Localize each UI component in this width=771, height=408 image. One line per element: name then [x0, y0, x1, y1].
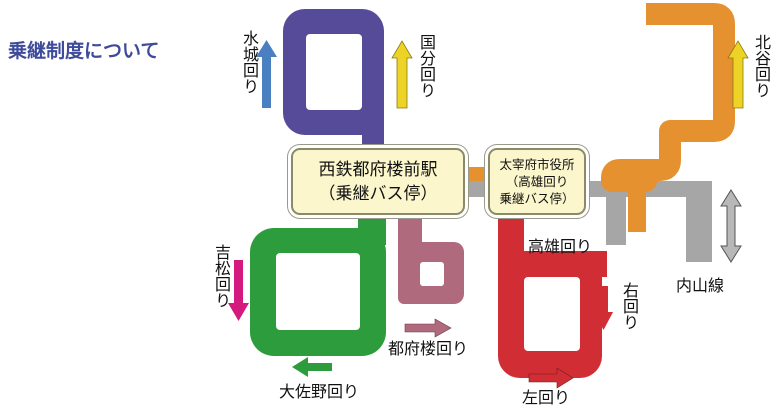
route-label-yoshimatsu: 吉松回り [212, 244, 231, 308]
mizuki-direction-arrow [256, 40, 277, 108]
route-label-hidari: 左回り [522, 388, 571, 407]
route-label-mizuki: 水城回り [240, 30, 259, 94]
page-title: 乗継制度について [8, 40, 160, 62]
stop-name: 西鉄都府楼前駅 [318, 159, 438, 180]
takao-route-line [498, 205, 607, 378]
route-label-uchiyama: 内山線 [676, 276, 725, 295]
tofuro-route-line [398, 212, 464, 304]
stop-subtitle: （高雄回り [505, 174, 569, 189]
yoshimatsu-direction-arrow [228, 260, 249, 321]
nishitetsu-tofuromae-stop: 西鉄都府楼前駅 （乗継バス停） [291, 148, 465, 215]
migi-direction-arrow [594, 286, 613, 330]
stop-name: 太宰府市役所 [499, 157, 575, 172]
tofuro-direction-arrow [404, 318, 452, 338]
uchiyama-direction-arrow [720, 189, 742, 263]
kitadani-route-line [456, 3, 735, 232]
kokubu-direction-arrow [391, 40, 413, 109]
route-label-kitadani: 北谷回り [752, 34, 771, 98]
route-label-kokubu: 国分回り [417, 34, 436, 98]
yoshimatsu-daisano-route-line [250, 205, 386, 356]
route-label-migi: 右回り [620, 282, 639, 330]
stop-subtitle: （乗継バス停） [318, 183, 438, 204]
uchiyama-route-line [582, 181, 712, 262]
route-label-tofuro: 都府楼回り [388, 339, 469, 358]
daisano-direction-arrow [292, 357, 332, 377]
route-label-takao: 高雄回り [528, 237, 593, 256]
mizuki-kokubu-route-line [283, 9, 384, 155]
connector-line [458, 181, 490, 197]
stop-subtitle: 乗継バス停） [499, 191, 575, 206]
route-label-daisano: 大佐野回り [279, 382, 360, 401]
kitadani-direction-arrow [727, 40, 749, 109]
hidari-direction-arrow [528, 367, 574, 389]
dazaifu-city-hall-stop: 太宰府市役所 （高雄回り 乗継バス停） [488, 148, 586, 215]
